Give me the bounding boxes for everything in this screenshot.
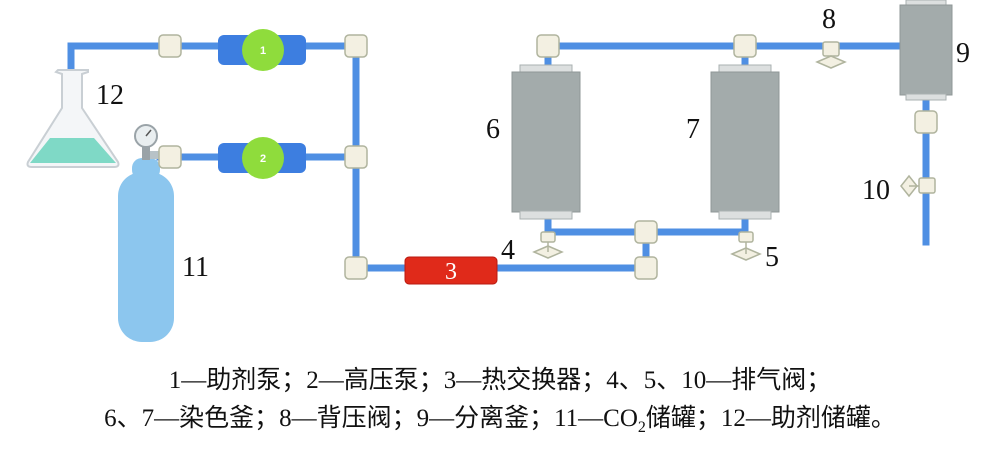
caption-line-1-text: 1—助剂泵；2—高压泵；3—热交换器；4、5、10—排气阀； bbox=[168, 367, 832, 394]
pipe-joint bbox=[536, 34, 560, 58]
label-5: 5 bbox=[765, 242, 779, 273]
label-7: 7 bbox=[686, 114, 700, 145]
pipe-joints bbox=[158, 34, 938, 280]
dyeing-vessel-7 bbox=[710, 64, 780, 220]
heat-exchanger-label: 3 bbox=[445, 259, 457, 285]
label-8: 8 bbox=[822, 4, 836, 35]
pipe-joint bbox=[344, 256, 368, 280]
pipes bbox=[67, 42, 930, 272]
process-diagram: 1 2 3 bbox=[26, 0, 970, 342]
label-11: 11 bbox=[182, 252, 209, 283]
caption-line-2-a: 6、7—染色釜；8—背压阀；9—分离釜；11—CO bbox=[104, 405, 638, 432]
pipe-joint bbox=[158, 34, 182, 58]
cosolvent-tank bbox=[26, 69, 120, 168]
pipe-joint bbox=[158, 145, 182, 169]
vent-valve-4 bbox=[532, 231, 564, 259]
pipe-joint bbox=[634, 256, 658, 280]
pipe-joint bbox=[733, 34, 757, 58]
vent-valve-5 bbox=[730, 231, 762, 261]
heat-exchanger: 3 bbox=[404, 256, 498, 285]
label-4: 4 bbox=[501, 235, 515, 266]
dyeing-vessel-6 bbox=[511, 64, 581, 220]
caption-line-2: 6、7—染色釜；8—背压阀；9—分离釜；11—CO2储罐；12—助剂储罐。 bbox=[0, 398, 1000, 437]
label-9: 9 bbox=[956, 38, 970, 69]
vent-valve-10 bbox=[900, 174, 936, 198]
label-10: 10 bbox=[862, 175, 890, 206]
pipe-joint bbox=[344, 145, 368, 169]
back-pressure-valve bbox=[815, 41, 847, 69]
pipe-joint bbox=[344, 34, 368, 58]
caption-co2-subscript: 2 bbox=[637, 419, 646, 436]
co2-tank bbox=[118, 124, 174, 342]
separator-vessel bbox=[899, 0, 953, 101]
pipe-joint bbox=[634, 220, 658, 244]
pump2-label: 2 bbox=[260, 153, 266, 165]
caption-line-1: 1—助剂泵；2—高压泵；3—热交换器；4、5、10—排气阀； bbox=[0, 360, 1000, 396]
cosolvent-pump: 1 bbox=[218, 29, 306, 71]
label-12: 12 bbox=[96, 80, 124, 111]
label-6: 6 bbox=[486, 114, 500, 145]
high-pressure-pump: 2 bbox=[218, 137, 306, 179]
pump1-label: 1 bbox=[260, 45, 266, 57]
caption-line-2-b: 储罐；12—助剂储罐。 bbox=[645, 405, 896, 432]
pipe-joint bbox=[914, 110, 938, 134]
